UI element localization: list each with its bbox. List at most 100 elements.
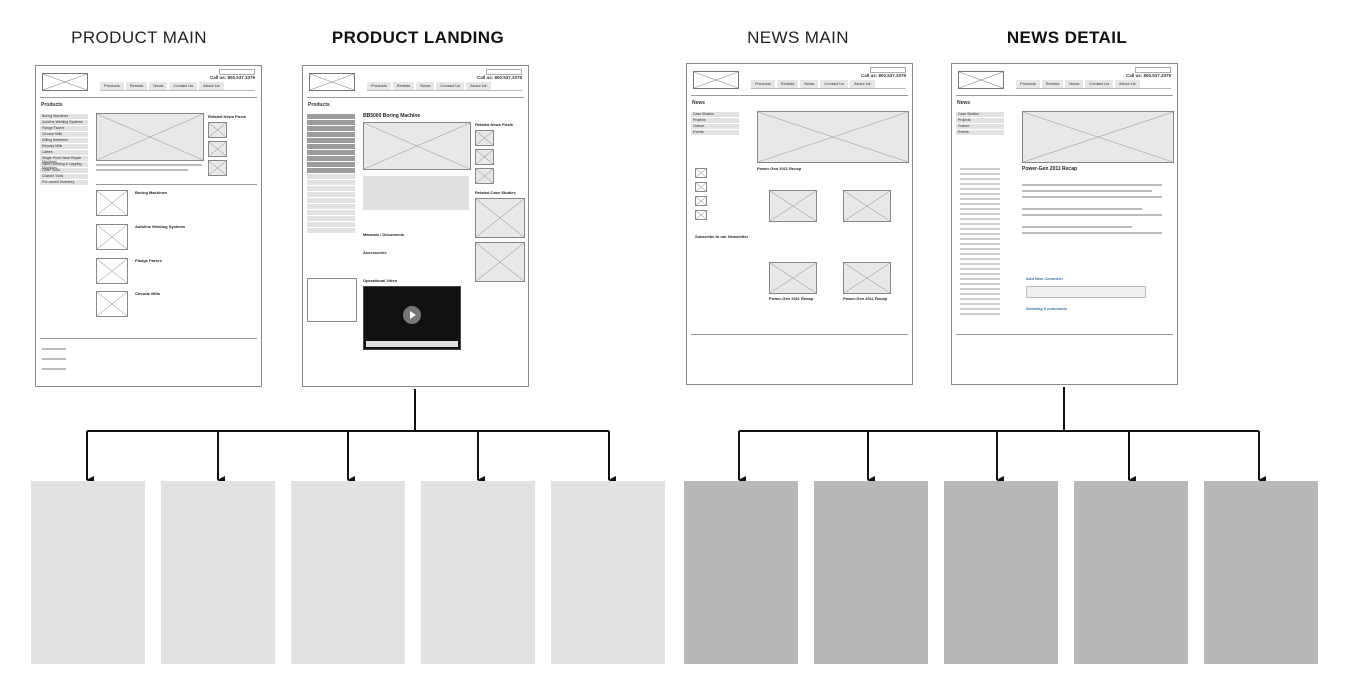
comment-box bbox=[1026, 286, 1146, 298]
item-title: Circular Mills bbox=[135, 291, 161, 296]
item-title: Autoline Welding Systems bbox=[135, 224, 186, 229]
video-label: Operational Video bbox=[363, 278, 398, 283]
post-title: Power-Gen 2011 Recap bbox=[843, 296, 888, 301]
text-line bbox=[96, 164, 202, 166]
nav-item: Contact Us bbox=[169, 82, 198, 90]
nav-item: News bbox=[416, 82, 435, 90]
column-title-news-detail: NEWS DETAIL bbox=[1006, 28, 1128, 47]
wireframe-news-detail: Call us: 800.537.3379 Products Rentals N… bbox=[951, 63, 1178, 385]
post-image-placeholder bbox=[769, 190, 817, 222]
top-nav: Products Rentals News Contact Us About U… bbox=[1016, 80, 1171, 89]
side-item: Case Studies bbox=[691, 112, 739, 117]
nav-item: Contact Us bbox=[820, 80, 849, 88]
nav-item: About Us bbox=[850, 80, 875, 88]
top-nav: Products Rentals News Contact Us About U… bbox=[100, 82, 255, 91]
side-item bbox=[307, 156, 355, 161]
side-item: Custom Tools bbox=[40, 174, 88, 179]
text-line bbox=[1022, 184, 1162, 186]
side-item bbox=[307, 210, 355, 215]
logo-placeholder bbox=[958, 71, 1004, 89]
side-menu: Boring Machines Autoline Welding Systems… bbox=[40, 114, 88, 186]
manuals-label: Manuals / Documents bbox=[363, 232, 405, 237]
text-line bbox=[1022, 208, 1142, 210]
side-menu bbox=[307, 114, 355, 234]
side-item: Lathes bbox=[40, 150, 88, 155]
accessories-label: Accessories bbox=[363, 250, 387, 255]
item-title: Flange Facers bbox=[135, 258, 162, 263]
nav-item: Rentals bbox=[1041, 80, 1064, 88]
divider bbox=[40, 97, 257, 98]
side-item: Autoline Welding Systems bbox=[40, 120, 88, 125]
thumb-placeholder bbox=[695, 196, 707, 206]
nav-item: News bbox=[1065, 80, 1084, 88]
nav-item: Contact Us bbox=[436, 82, 465, 90]
post-title: Power-Gen 2011 Recap bbox=[769, 296, 814, 301]
side-item: Circular Mills bbox=[40, 132, 88, 137]
side-item bbox=[307, 216, 355, 221]
thumb-placeholder bbox=[475, 130, 494, 146]
side-item bbox=[307, 186, 355, 191]
spec-table bbox=[363, 176, 469, 210]
text-line bbox=[1022, 196, 1162, 198]
footer-divider bbox=[40, 338, 257, 339]
side-item bbox=[307, 150, 355, 155]
text-line bbox=[42, 348, 66, 350]
language-select bbox=[1135, 67, 1171, 73]
call-text: Call us: 800.537.3379 bbox=[860, 73, 906, 78]
side-item bbox=[307, 138, 355, 143]
post-title: Power-Gen 2011 Recap bbox=[757, 166, 802, 171]
footer-divider bbox=[956, 334, 1173, 335]
footer-divider bbox=[691, 334, 908, 335]
side-item: Pre-owned Inventory bbox=[40, 180, 88, 185]
divider bbox=[96, 184, 257, 185]
nav-item: About Us bbox=[466, 82, 491, 90]
video-controls bbox=[366, 341, 458, 347]
side-item: Case Studies bbox=[956, 112, 1004, 117]
nav-item: About Us bbox=[199, 82, 224, 90]
divider bbox=[691, 95, 908, 96]
thumb-placeholder bbox=[695, 168, 707, 178]
side-item bbox=[307, 168, 355, 173]
sub-page-placeholder bbox=[944, 481, 1058, 664]
case-image-placeholder bbox=[475, 242, 525, 282]
video-player bbox=[363, 286, 461, 350]
side-item bbox=[307, 120, 355, 125]
side-item: Culture bbox=[691, 124, 739, 129]
sub-page-placeholder bbox=[551, 481, 665, 664]
play-icon bbox=[403, 305, 421, 324]
thumb-placeholder bbox=[695, 182, 707, 192]
item-image-placeholder bbox=[96, 190, 128, 216]
sub-page-placeholder bbox=[814, 481, 928, 664]
side-item: Events bbox=[691, 130, 739, 135]
sub-page-placeholder bbox=[1074, 481, 1188, 664]
call-text: Call us: 800.537.3379 bbox=[209, 75, 255, 80]
text-line bbox=[96, 169, 188, 171]
side-item: Projects bbox=[956, 118, 1004, 123]
sub-page-placeholder bbox=[421, 481, 535, 664]
side-item bbox=[307, 144, 355, 149]
product-heading: BB5000 Boring Machine bbox=[363, 113, 421, 119]
language-select bbox=[486, 69, 522, 75]
thumb-placeholder bbox=[475, 168, 494, 184]
case-image-placeholder bbox=[475, 198, 525, 238]
sub-page-placeholder bbox=[161, 481, 275, 664]
text-line bbox=[42, 368, 66, 370]
nav-item: News bbox=[800, 80, 819, 88]
nav-item: Products bbox=[367, 82, 391, 90]
section-label: Products bbox=[308, 102, 330, 108]
text-line bbox=[1022, 190, 1152, 192]
hero-image-placeholder bbox=[1022, 111, 1174, 163]
side-item bbox=[307, 222, 355, 227]
item-image-placeholder bbox=[96, 258, 128, 284]
hero-image-placeholder bbox=[363, 122, 471, 170]
thumb-placeholder bbox=[208, 122, 227, 138]
comments-count: Showing 0 comments bbox=[1026, 306, 1068, 311]
divider bbox=[956, 95, 1173, 96]
logo-placeholder bbox=[309, 73, 355, 91]
item-image-placeholder bbox=[96, 291, 128, 317]
sub-page-placeholder bbox=[684, 481, 798, 664]
tag-list bbox=[960, 168, 1000, 318]
thumb-placeholder bbox=[208, 141, 227, 157]
